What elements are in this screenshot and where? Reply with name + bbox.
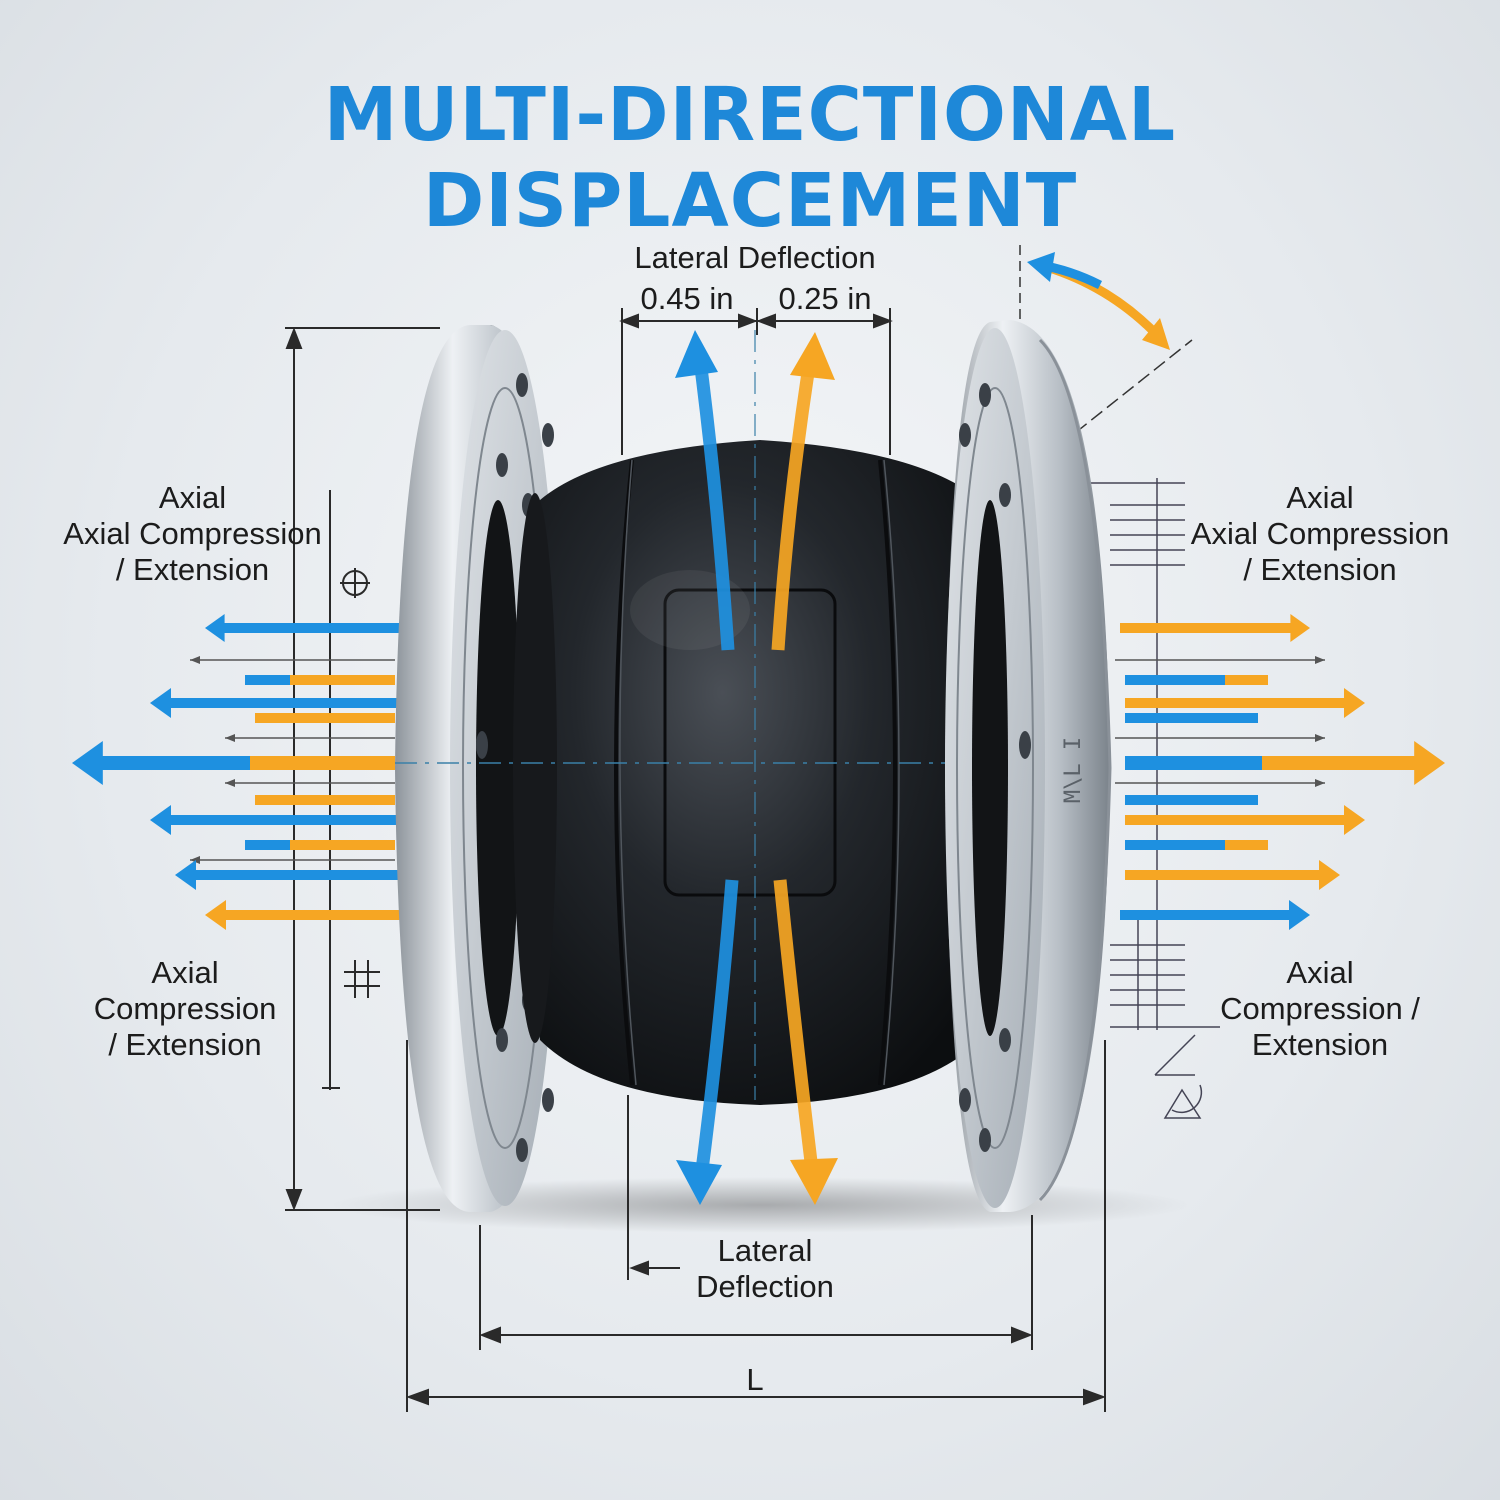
angular-rotation-arrow	[1019, 245, 1193, 446]
right-guide-head	[1315, 734, 1325, 742]
top-lateral-dimension	[619, 308, 893, 455]
left-arrow-head	[150, 688, 171, 718]
left-axial-arrows	[72, 614, 400, 930]
axial-label-line: Extension	[1251, 1027, 1389, 1062]
right-reference-marks	[1080, 478, 1220, 1119]
offset-right-label: 0.25 in	[778, 281, 872, 316]
left-arrow-head	[175, 860, 196, 890]
lateral-deflection-bottom-label-line2: Deflection	[696, 1269, 834, 1304]
right-guide-head	[1315, 656, 1325, 664]
axial-label-line: Compression	[93, 991, 277, 1026]
page-title: MULTI-DIRECTIONAL DISPLACEMENT	[323, 72, 1177, 244]
left-arrow-orange-head	[205, 900, 226, 930]
left-guide-head	[190, 856, 200, 864]
left-guide-head	[225, 779, 235, 787]
axial-label-line: Axial Compression	[63, 516, 322, 551]
axial-label-line: Axial	[1286, 955, 1354, 990]
right-axial-arrows	[1115, 614, 1445, 930]
right-arrow-head	[1344, 688, 1365, 718]
axial-label-line: / Extension	[108, 1027, 262, 1062]
axial-label-line: Axial	[158, 480, 227, 515]
right-arrow-head	[1319, 860, 1340, 890]
axial-label-line: Axial Compression	[1190, 516, 1450, 551]
flange-marking: M\L I	[1061, 737, 1086, 803]
length-label: L	[746, 1362, 764, 1397]
lateral-deflection-bottom-label-line1: Lateral	[717, 1233, 813, 1268]
floor-shadow	[330, 1177, 1190, 1233]
axial-label-line: / Extension	[1243, 552, 1397, 587]
left-arrow-head	[150, 805, 171, 835]
lateral-deflection-top-label: Lateral Deflection	[634, 240, 876, 275]
left-guide-head	[225, 734, 235, 742]
axial-label-line: Axial	[151, 955, 219, 990]
right-arrow-head	[1344, 805, 1365, 835]
right-arrow-head	[1290, 614, 1310, 642]
right-arrow-main-head	[1414, 741, 1445, 785]
right-flange: M\L I	[945, 320, 1112, 1212]
right-guide-head	[1315, 779, 1325, 787]
lateral-arrows	[675, 330, 838, 1205]
axial-label-line: Axial	[1286, 480, 1354, 515]
axial-label-line: / Extension	[115, 552, 270, 587]
left-arrow-main-head	[72, 741, 103, 785]
right-arrow-blue-head	[1289, 900, 1310, 930]
offset-left-label: 0.45 in	[640, 281, 734, 316]
bottom-lateral-dimension	[627, 1095, 680, 1280]
left-flange	[395, 325, 560, 1212]
axial-label-line: Compression /	[1220, 991, 1420, 1026]
length-dimensions	[406, 1040, 1106, 1412]
left-guide-head	[190, 656, 200, 664]
left-arrow-head	[205, 614, 225, 642]
